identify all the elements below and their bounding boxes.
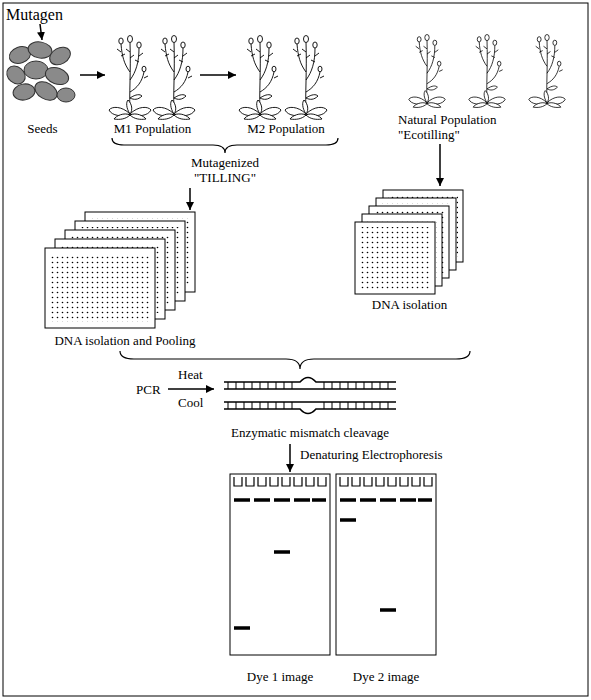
flow-arrow	[289, 444, 291, 472]
seed-pile	[3, 40, 75, 104]
node-label: Dye 2 image	[353, 669, 419, 684]
gel-image	[230, 474, 330, 655]
node-label: DNA isolation and Pooling	[54, 333, 195, 348]
figure-node: Natural Population "Ecotilling"	[398, 28, 578, 144]
flow-arrow	[439, 144, 441, 186]
plate-stack	[45, 212, 195, 328]
figure-node: M2 Population	[236, 28, 336, 136]
annotation-label: Heat	[178, 367, 203, 382]
brace	[120, 351, 470, 369]
figure-node: M1 Population	[105, 28, 200, 136]
figure-node: DNA isolation	[352, 186, 467, 312]
figure-node: DNA isolation and Pooling	[45, 205, 205, 348]
figure-node: Dye 2 image	[336, 474, 436, 684]
figure-node: Enzymatic mismatch cleavage	[218, 374, 402, 440]
annotation-label: Cool	[178, 395, 203, 410]
figure-node: Dye 1 image	[230, 474, 330, 684]
annotation-label: Mutagenized "TILLING"	[178, 155, 272, 185]
pcr-arrow	[168, 388, 214, 390]
node-label: Dye 1 image	[247, 669, 313, 684]
annotation-label: Mutagen	[6, 5, 63, 24]
plants	[109, 35, 565, 120]
node-label: Enzymatic mismatch cleavage	[231, 425, 389, 440]
flow-arrow	[189, 188, 191, 210]
node-label: M2 Population	[247, 121, 325, 136]
annotation-label: Denaturing Electrophoresis	[300, 447, 443, 462]
gel-image	[336, 474, 436, 655]
plate-stack	[355, 190, 463, 294]
frame	[3, 3, 588, 696]
node-label: Seeds	[27, 121, 57, 136]
node-label: M1 Population	[114, 121, 192, 136]
annotation-label: PCR	[136, 382, 161, 397]
dna-duplex	[224, 378, 396, 414]
node-label: Natural Population "Ecotilling"	[398, 112, 528, 142]
brace	[112, 138, 338, 153]
flow-arrow	[200, 74, 236, 76]
mutagen-arrow	[40, 24, 42, 40]
node-label: DNA isolation	[372, 297, 447, 312]
figure-node: Seeds	[5, 38, 80, 136]
flow-arrow	[80, 74, 105, 76]
